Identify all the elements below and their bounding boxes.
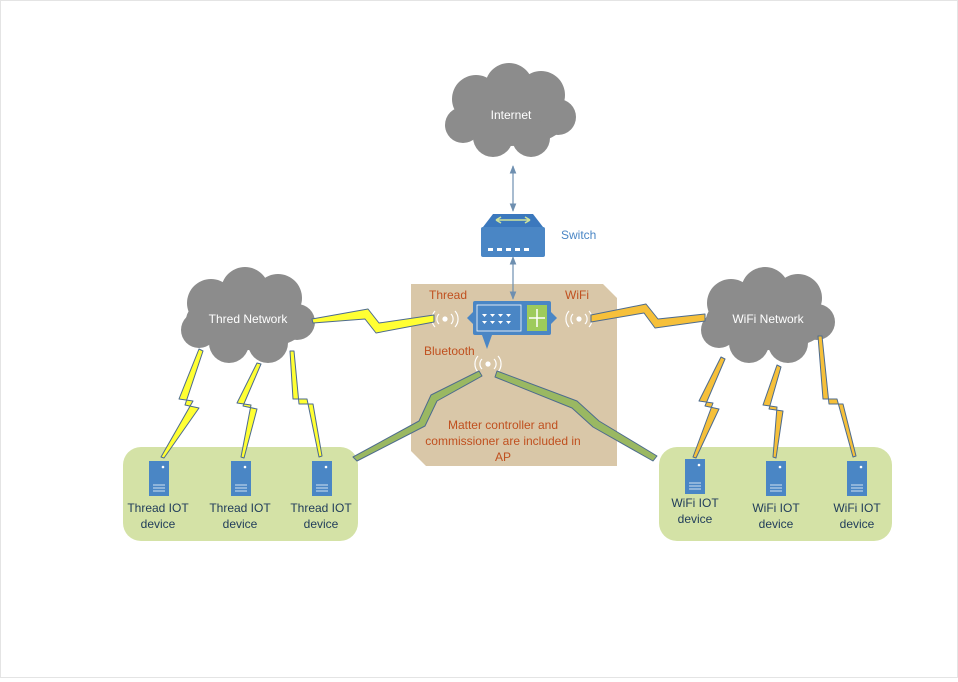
thread-device-1: Thread IOT device <box>127 461 189 531</box>
wifi-ap-bolt <box>590 303 706 329</box>
ap-note-line-2: commissioner are included in <box>425 434 580 448</box>
wifi-device-3: WiFi IOT device <box>833 461 881 531</box>
device-icon <box>847 461 867 496</box>
thread-device-bolt-1 <box>160 348 204 459</box>
thread-device-1-label-1: Thread IOT <box>127 501 189 515</box>
bluetooth-antenna-icon <box>474 355 502 373</box>
wifi-device-3-label-2: device <box>840 517 875 531</box>
ap-thread-label: Thread <box>429 288 467 302</box>
wifi-network-cloud-icon <box>701 267 835 363</box>
wifi-device-1-label-2: device <box>678 512 713 526</box>
wifi-device-1-label-1: WiFi IOT <box>671 496 719 510</box>
thread-device-2-label-1: Thread IOT <box>209 501 271 515</box>
ap-bluetooth-label: Bluetooth <box>424 344 475 358</box>
bluetooth-thread-bolt <box>352 370 483 462</box>
access-point-icon <box>467 301 557 349</box>
thread-device-2: Thread IOT device <box>209 461 271 531</box>
device-icon <box>685 459 705 494</box>
wifi-device-1: WiFi IOT device <box>671 459 719 526</box>
switch-icon <box>481 214 545 257</box>
ap-wifi-label: WiFi <box>565 288 589 302</box>
device-icon <box>766 461 786 496</box>
wifi-device-bolt-2 <box>762 364 784 459</box>
device-icon <box>312 461 332 496</box>
thread-device-3-label-1: Thread IOT <box>290 501 352 515</box>
thread-device-3-label-2: device <box>304 517 339 531</box>
ap-panel <box>411 284 617 466</box>
wifi-device-2-label-2: device <box>759 517 794 531</box>
thread-network-label: Thred Network <box>209 312 289 326</box>
thread-device-3: Thread IOT device <box>290 461 352 531</box>
switch-label: Switch <box>561 228 596 242</box>
internet-label: Internet <box>491 108 532 122</box>
thread-device-bolt-2 <box>236 362 262 459</box>
wifi-device-2-label-1: WiFi IOT <box>752 501 800 515</box>
wifi-network-label: WiFi Network <box>732 312 804 326</box>
device-icon <box>149 461 169 496</box>
thread-network-cloud-icon <box>181 267 315 363</box>
wifi-device-3-label-1: WiFi IOT <box>833 501 881 515</box>
thread-device-1-label-2: device <box>141 517 176 531</box>
thread-device-bolt-3 <box>289 350 323 458</box>
bluetooth-wifi-bolt <box>494 370 658 462</box>
thread-ap-bolt <box>311 308 435 334</box>
wifi-device-bolt-3 <box>817 335 857 458</box>
device-icon <box>231 461 251 496</box>
ap-note-line-1: Matter controller and <box>448 418 558 432</box>
wifi-device-2: WiFi IOT device <box>752 461 800 531</box>
internet-cloud-icon <box>445 63 576 157</box>
wifi-antenna-icon <box>565 310 593 328</box>
thread-device-2-label-2: device <box>223 517 258 531</box>
wifi-device-bolt-1 <box>692 356 726 459</box>
ap-note-line-3: AP <box>495 450 511 464</box>
